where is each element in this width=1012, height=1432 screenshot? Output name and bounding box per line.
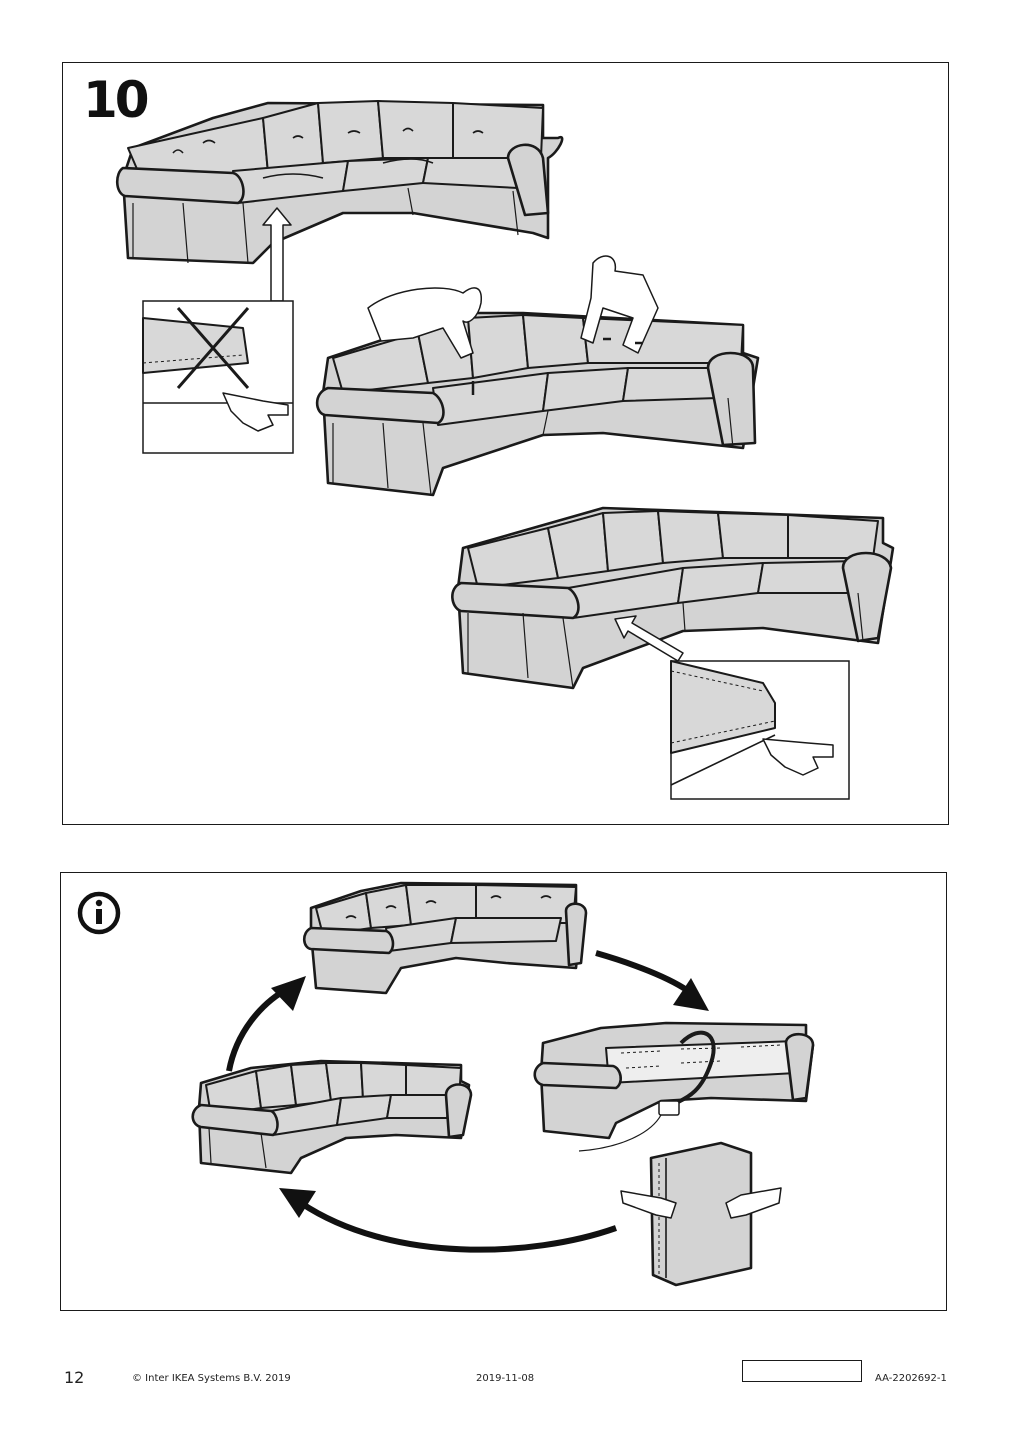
sofa-smoothing-illustration bbox=[315, 255, 760, 497]
cycle-arrow-bottom bbox=[279, 1188, 617, 1253]
document-id: AA-2202692-1 bbox=[875, 1373, 947, 1384]
cycle-arrow-top-right bbox=[595, 950, 709, 1011]
sofa-wrinkled-illustration bbox=[115, 100, 564, 265]
step-illustration bbox=[115, 100, 895, 800]
footer-empty-box bbox=[742, 1360, 862, 1382]
sofa-wrinkled-small bbox=[302, 881, 588, 995]
step-number: 10 bbox=[83, 71, 150, 129]
page-number: 12 bbox=[64, 1368, 85, 1387]
inset-correct-tuck bbox=[670, 660, 850, 800]
washing-cycle-illustration bbox=[77, 881, 815, 1287]
step-panel: 10 bbox=[62, 62, 949, 825]
cushion-cover-illustration bbox=[620, 1141, 782, 1287]
sofa-correct-illustration bbox=[451, 506, 895, 690]
sofa-washing-illustration bbox=[533, 1021, 815, 1152]
hand-pointing-icon bbox=[762, 738, 834, 776]
document-date: 2019-11-08 bbox=[476, 1373, 535, 1384]
cycle-arrow-left-up bbox=[226, 976, 306, 1072]
hand-pointing-icon bbox=[222, 392, 289, 432]
inset-wrong-tuck bbox=[142, 300, 294, 454]
sofa-clean-illustration bbox=[191, 1059, 473, 1175]
info-icon bbox=[77, 891, 121, 935]
copyright-text: © Inter IKEA Systems B.V. 2019 bbox=[132, 1373, 291, 1384]
info-panel bbox=[60, 872, 947, 1311]
